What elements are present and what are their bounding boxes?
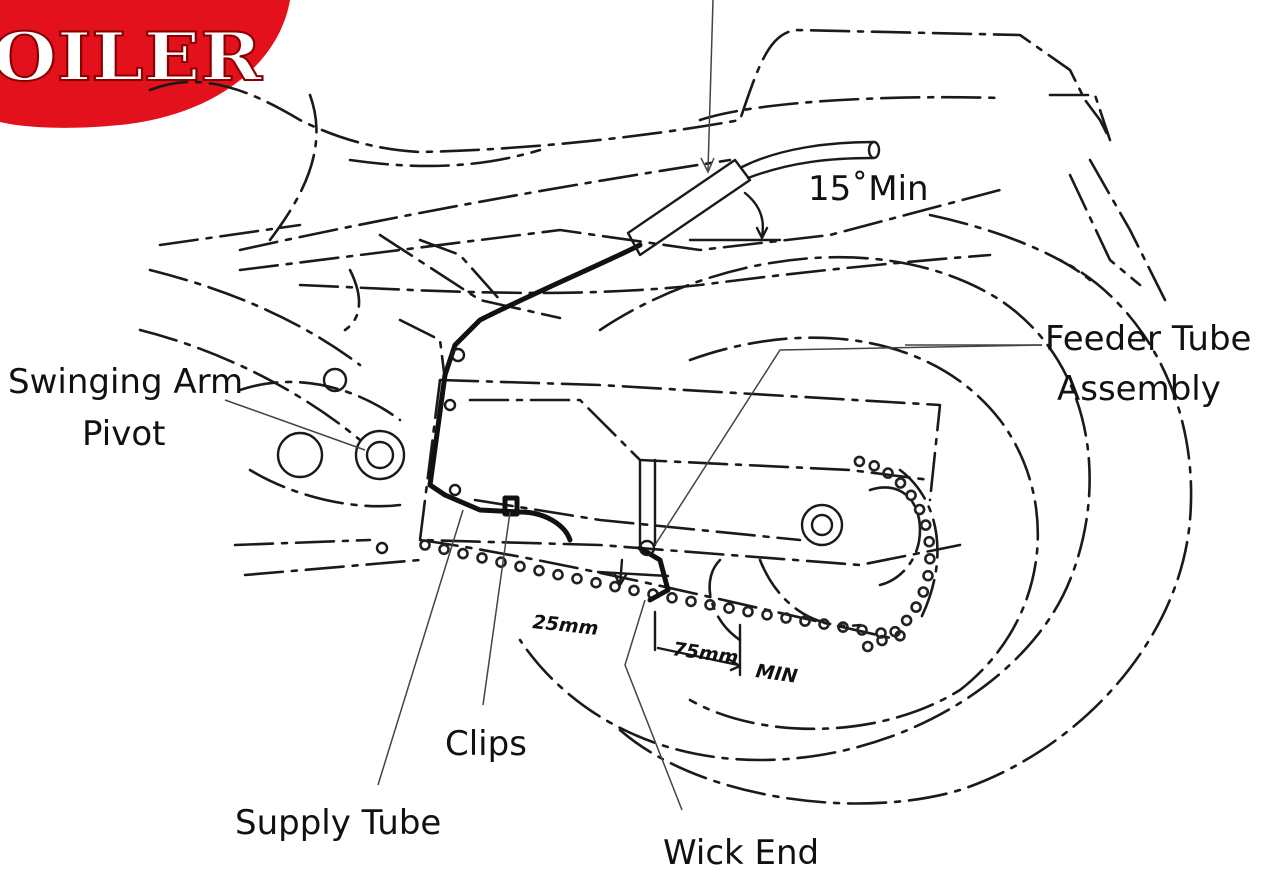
chain-link bbox=[495, 556, 507, 569]
wick-end-label: Wick End bbox=[663, 833, 819, 873]
chain-link bbox=[900, 614, 913, 627]
chain-link bbox=[910, 601, 922, 613]
oiler-tubing bbox=[427, 140, 881, 603]
chain-link bbox=[818, 618, 830, 630]
chain-link bbox=[761, 608, 773, 621]
swinging-arm bbox=[276, 318, 962, 567]
chain-link bbox=[438, 543, 450, 556]
chain-link bbox=[882, 467, 894, 479]
chain-link bbox=[924, 552, 936, 565]
chain-link bbox=[476, 552, 488, 564]
chain-link bbox=[861, 640, 874, 653]
chain-link bbox=[889, 625, 901, 638]
chain-link bbox=[913, 503, 926, 516]
chain-link bbox=[571, 572, 583, 585]
chain-link bbox=[853, 455, 866, 468]
chain-link bbox=[552, 568, 564, 581]
feeder-tube-line bbox=[442, 492, 573, 543]
chain-link bbox=[590, 576, 602, 589]
chain-link bbox=[923, 535, 936, 548]
clips-label: Clips bbox=[445, 724, 527, 764]
chain-link bbox=[780, 612, 792, 624]
chain-link bbox=[533, 564, 545, 577]
distance-dimension-label: 75mm bbox=[671, 638, 739, 669]
chain-link bbox=[922, 569, 934, 582]
pivot-label-line1: Swinging Arm bbox=[8, 362, 243, 402]
feeder-tube-label-line1: Feeder Tube bbox=[1045, 319, 1251, 359]
chain-link bbox=[868, 459, 881, 472]
pivot-label-line2: Pivot bbox=[82, 414, 165, 454]
angle-label: 15˚Min bbox=[808, 169, 929, 209]
chain-link bbox=[799, 615, 811, 627]
logo: OILER bbox=[0, 0, 290, 128]
angle-indicator bbox=[688, 191, 782, 242]
chain-link bbox=[457, 547, 469, 560]
chain-link bbox=[609, 580, 621, 593]
chain-link bbox=[837, 621, 849, 633]
chain-link bbox=[685, 595, 697, 608]
supply-tube-label: Supply Tube bbox=[235, 803, 441, 843]
motorcycle-outline bbox=[138, 28, 1167, 577]
chain-link bbox=[856, 624, 868, 636]
chain-link bbox=[723, 602, 735, 615]
chain-link bbox=[742, 605, 754, 618]
chain-link bbox=[514, 560, 526, 573]
chain-link bbox=[875, 627, 887, 639]
chain-link bbox=[894, 477, 907, 489]
oil-reservoir bbox=[626, 158, 752, 257]
chain-link bbox=[919, 519, 932, 531]
leader-lines bbox=[224, 0, 1043, 811]
supply-tube-line bbox=[427, 242, 643, 498]
min-dimension-label: MIN bbox=[754, 660, 799, 688]
rear-wheel bbox=[518, 255, 1193, 805]
chain-link bbox=[917, 586, 930, 598]
chain-link bbox=[876, 634, 888, 647]
chain-link bbox=[628, 584, 640, 597]
logo-text: OILER bbox=[0, 18, 263, 96]
chain-link bbox=[704, 598, 716, 611]
chain-link bbox=[666, 591, 678, 604]
dimension-markings bbox=[596, 558, 742, 677]
chain-link bbox=[419, 539, 431, 551]
drive-chain bbox=[418, 468, 939, 642]
logo-red-swoosh bbox=[0, 0, 290, 128]
chain-link bbox=[905, 489, 917, 502]
gap-dimension-label: 25mm bbox=[531, 611, 599, 640]
feeder-tube-label-line2: Assembly bbox=[1057, 369, 1221, 409]
